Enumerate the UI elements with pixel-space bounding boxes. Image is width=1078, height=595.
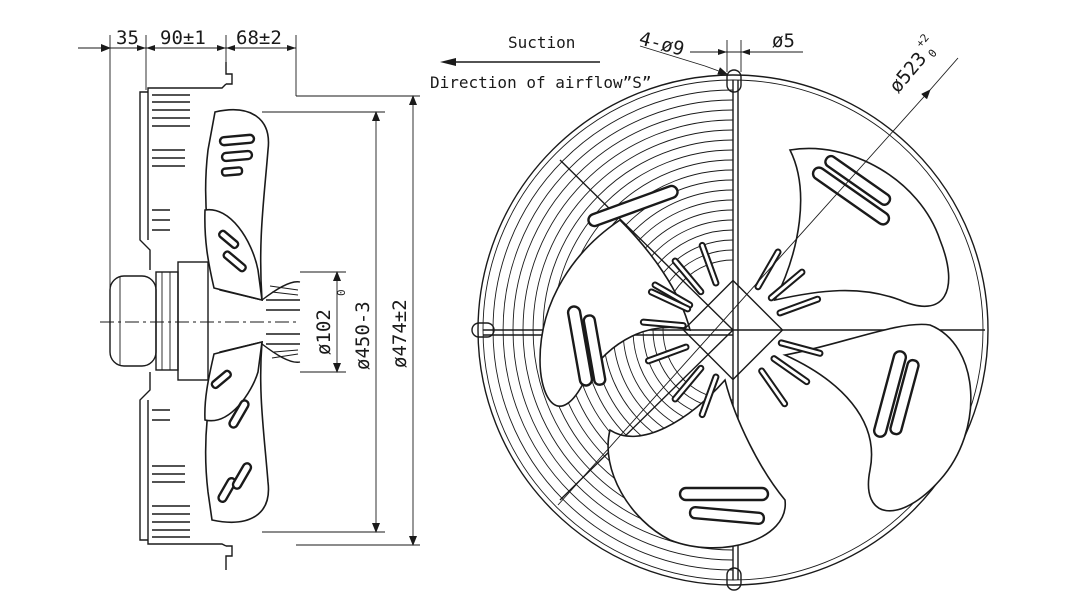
dim-ring-diameter: ø474±2 xyxy=(389,299,411,368)
hub-fin xyxy=(641,320,685,328)
hub-fin xyxy=(779,341,822,355)
airflow-direction-label: Direction of airflow”S” xyxy=(430,73,652,92)
hub-fin xyxy=(769,270,804,300)
hub-fin xyxy=(673,259,703,294)
dim-guard-tol-lower: 0 xyxy=(926,47,940,60)
dim-hub-diameter: ø102 xyxy=(313,309,335,355)
front-view: Suction Direction of airflow”S” xyxy=(430,28,989,591)
hub-fin xyxy=(700,243,718,285)
dim-impeller-tolerance: 0 xyxy=(335,289,348,296)
hub-fin xyxy=(700,375,718,417)
hub-fin xyxy=(756,250,780,289)
hub-fin xyxy=(649,290,690,311)
dim-motor-width: 35 xyxy=(116,27,139,49)
dim-wire-diameter: ø5 xyxy=(772,30,795,52)
hub-fin xyxy=(646,345,688,363)
hub-fin xyxy=(778,297,820,315)
hub-fin xyxy=(653,283,692,307)
hub-fin xyxy=(673,366,703,401)
dim-mount-holes: 4-ø9 xyxy=(637,28,687,61)
dim-blade-width: 68±2 xyxy=(236,27,282,49)
dim-body-width: 90±1 xyxy=(160,27,206,49)
suction-label: Suction xyxy=(508,33,575,52)
dim-guard-diameter: ø523 xyxy=(885,48,931,97)
dim-impeller-diameter: ø450-3 xyxy=(352,301,374,370)
hub-fin xyxy=(760,369,787,406)
hub-fin xyxy=(772,357,809,384)
side-view: 35 90±1 68±2 xyxy=(78,27,420,570)
